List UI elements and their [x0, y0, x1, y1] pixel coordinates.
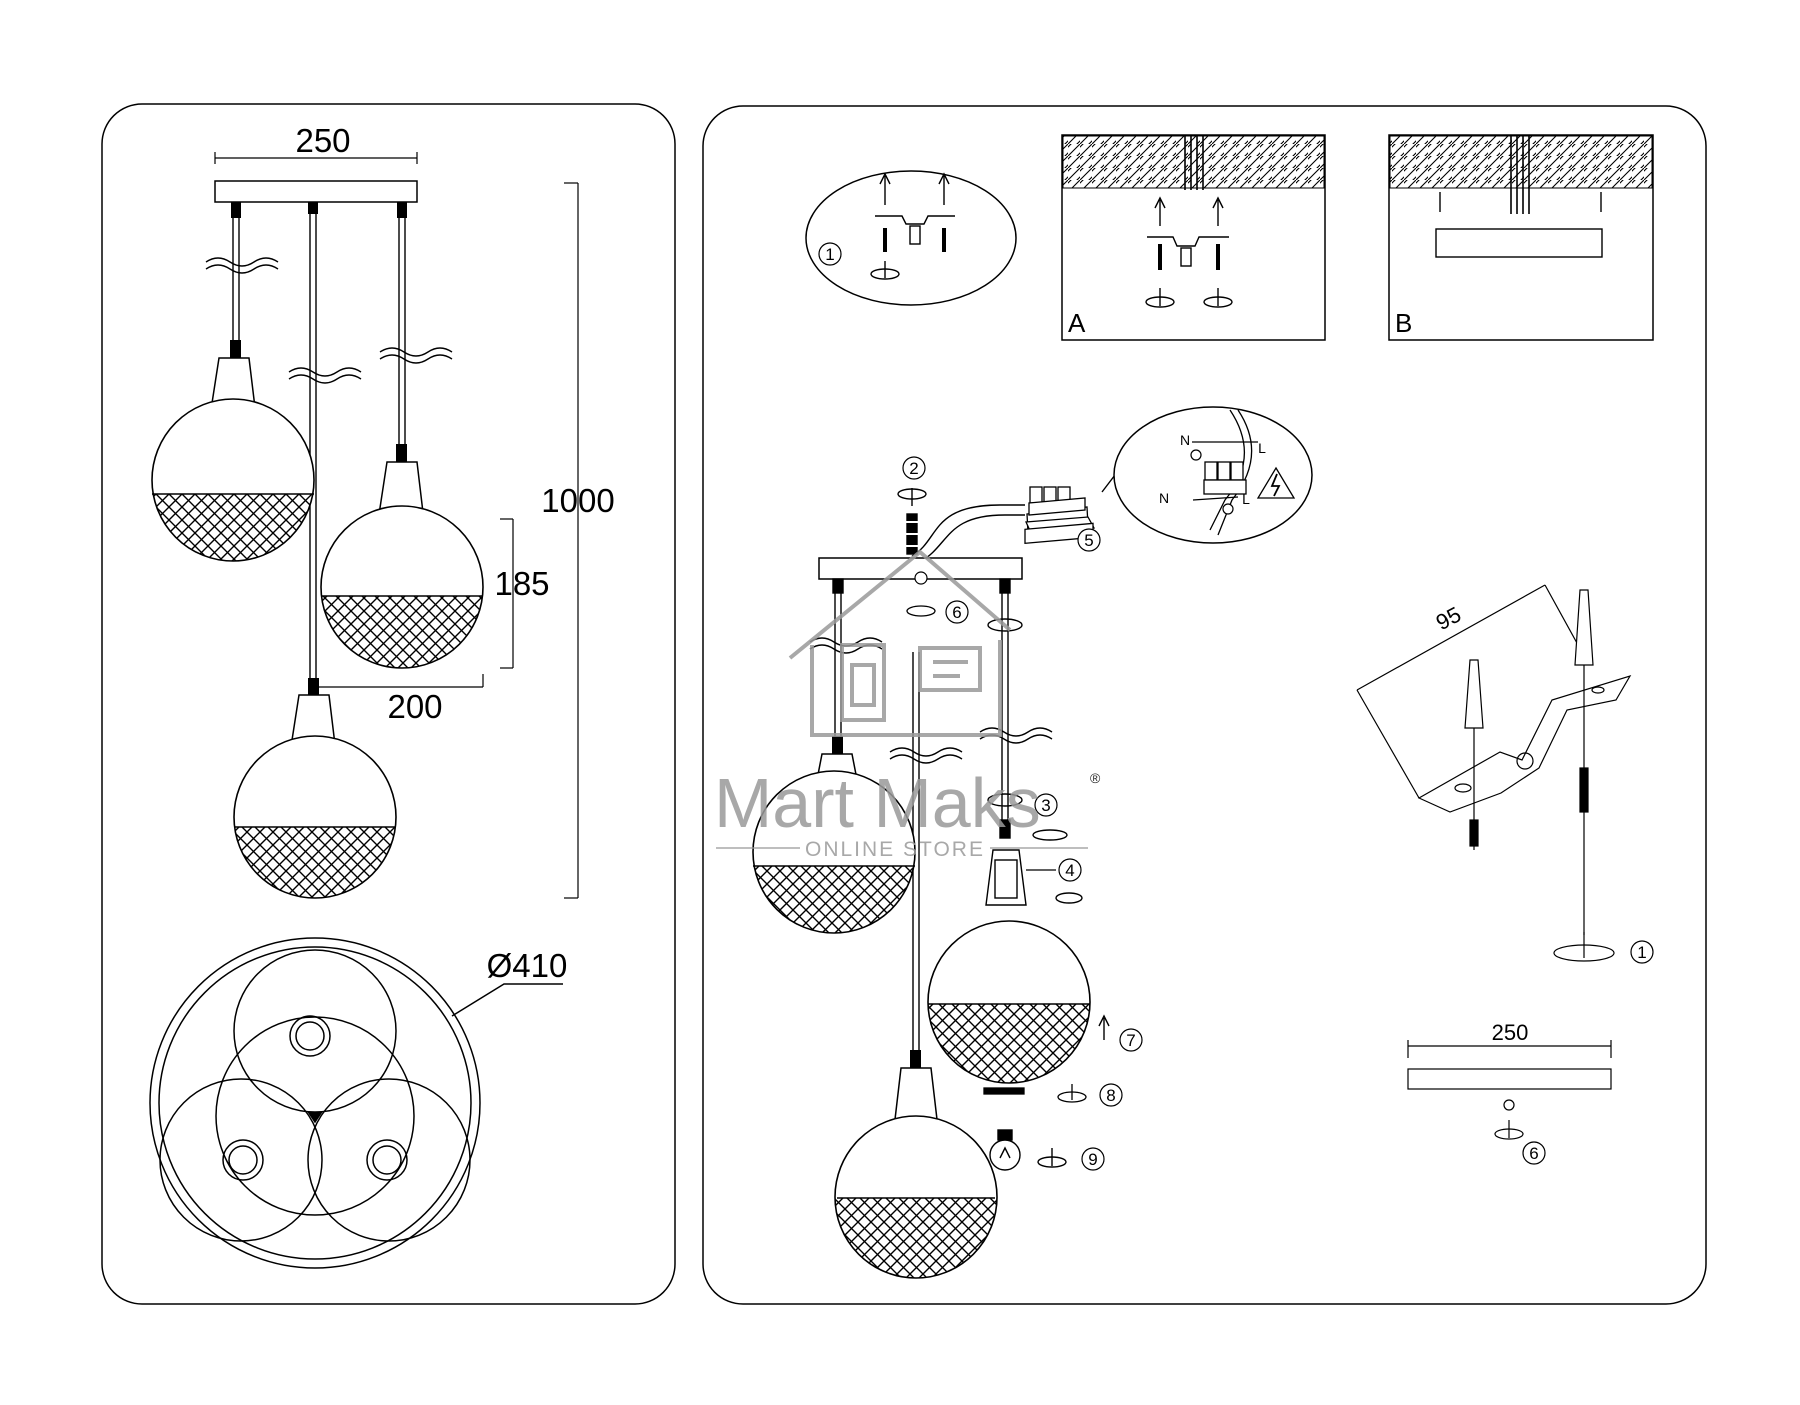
bracket-canopy-width-label: 250 — [1492, 1020, 1529, 1045]
height-dimension-line — [564, 182, 579, 899]
terminal-block — [1024, 486, 1096, 545]
cords — [205, 214, 453, 684]
svg-text:6: 6 — [1529, 1144, 1538, 1163]
spacing-dimension-line — [319, 674, 484, 688]
canopy — [214, 152, 418, 218]
diameter-label: Ø410 — [487, 947, 568, 984]
total-height-label: 1000 — [541, 482, 614, 519]
mounting-bracket-detail: 95 1 — [1356, 584, 1654, 964]
panel-b-label: B — [1395, 308, 1412, 338]
pendant-shade-3 — [233, 678, 397, 899]
svg-text:2: 2 — [909, 459, 918, 478]
step-6b-marker — [1522, 1141, 1546, 1165]
panel-frame-right — [702, 105, 1707, 1305]
assembly-exploded-view: 2 6 — [752, 406, 1313, 1279]
watermark-registered: ® — [1090, 770, 1101, 786]
watermark-subtitle: ONLINE STORE — [805, 838, 985, 861]
pendant-shade-2 — [320, 444, 484, 669]
lamp-holder — [985, 819, 1083, 906]
watermark: Mart Maks ® ONLINE STORE — [714, 549, 1101, 861]
watermark-brand: Mart Maks — [714, 764, 1041, 842]
step-8-marker — [1099, 1083, 1123, 1107]
panel-a-label: A — [1068, 308, 1086, 338]
mounting-panel-b: B — [1388, 134, 1654, 341]
pendant-shade-1 — [151, 340, 315, 562]
mounting-panel-a: A — [1061, 134, 1326, 341]
step-9-marker — [1081, 1147, 1105, 1171]
svg-text:1: 1 — [825, 245, 834, 264]
house-logo-icon — [788, 549, 1012, 737]
panel-frame-left — [101, 103, 676, 1305]
canopy-width-label: 250 — [295, 122, 350, 159]
step-3-marker — [1034, 793, 1058, 817]
wire-neutral-top: N — [1180, 432, 1190, 448]
wire-live-top: L — [1258, 440, 1266, 456]
step-1-marker — [818, 242, 842, 266]
step-1b-marker — [1630, 940, 1654, 964]
spacing-label: 200 — [387, 688, 442, 725]
svg-text:4: 4 — [1065, 861, 1074, 880]
shade-height-dimension-line — [500, 518, 514, 669]
step-6-marker — [945, 600, 969, 624]
svg-text:1: 1 — [1637, 943, 1646, 962]
pendant-shade-exploded — [927, 920, 1091, 1084]
wire-neutral-bottom: N — [1159, 490, 1169, 506]
bracket-detail-oval: 1 — [805, 170, 1017, 306]
step-5-marker — [1077, 528, 1101, 552]
svg-text:6: 6 — [952, 603, 961, 622]
wire-live-bottom: L — [1242, 491, 1250, 507]
pendant-shade-bottom — [834, 1050, 998, 1279]
step-4-marker — [1058, 858, 1082, 882]
dimensions-panel: 250 — [101, 103, 676, 1305]
svg-text:5: 5 — [1084, 531, 1093, 550]
top-view — [149, 937, 563, 1269]
svg-text:8: 8 — [1106, 1086, 1115, 1105]
step-7-marker — [1119, 1028, 1143, 1052]
svg-text:7: 7 — [1126, 1031, 1135, 1050]
bulb-icon — [989, 1129, 1067, 1171]
step-2-marker — [902, 456, 926, 480]
svg-text:9: 9 — [1088, 1150, 1097, 1169]
svg-text:3: 3 — [1041, 796, 1050, 815]
shade-height-label: 185 — [494, 565, 549, 602]
wiring-callout: N L N L — [1101, 406, 1313, 544]
bracket-width-label: 95 — [1432, 602, 1465, 636]
installation-panel: 1 — [702, 105, 1707, 1305]
bracket-canopy-detail: 250 6 — [1407, 1020, 1612, 1165]
